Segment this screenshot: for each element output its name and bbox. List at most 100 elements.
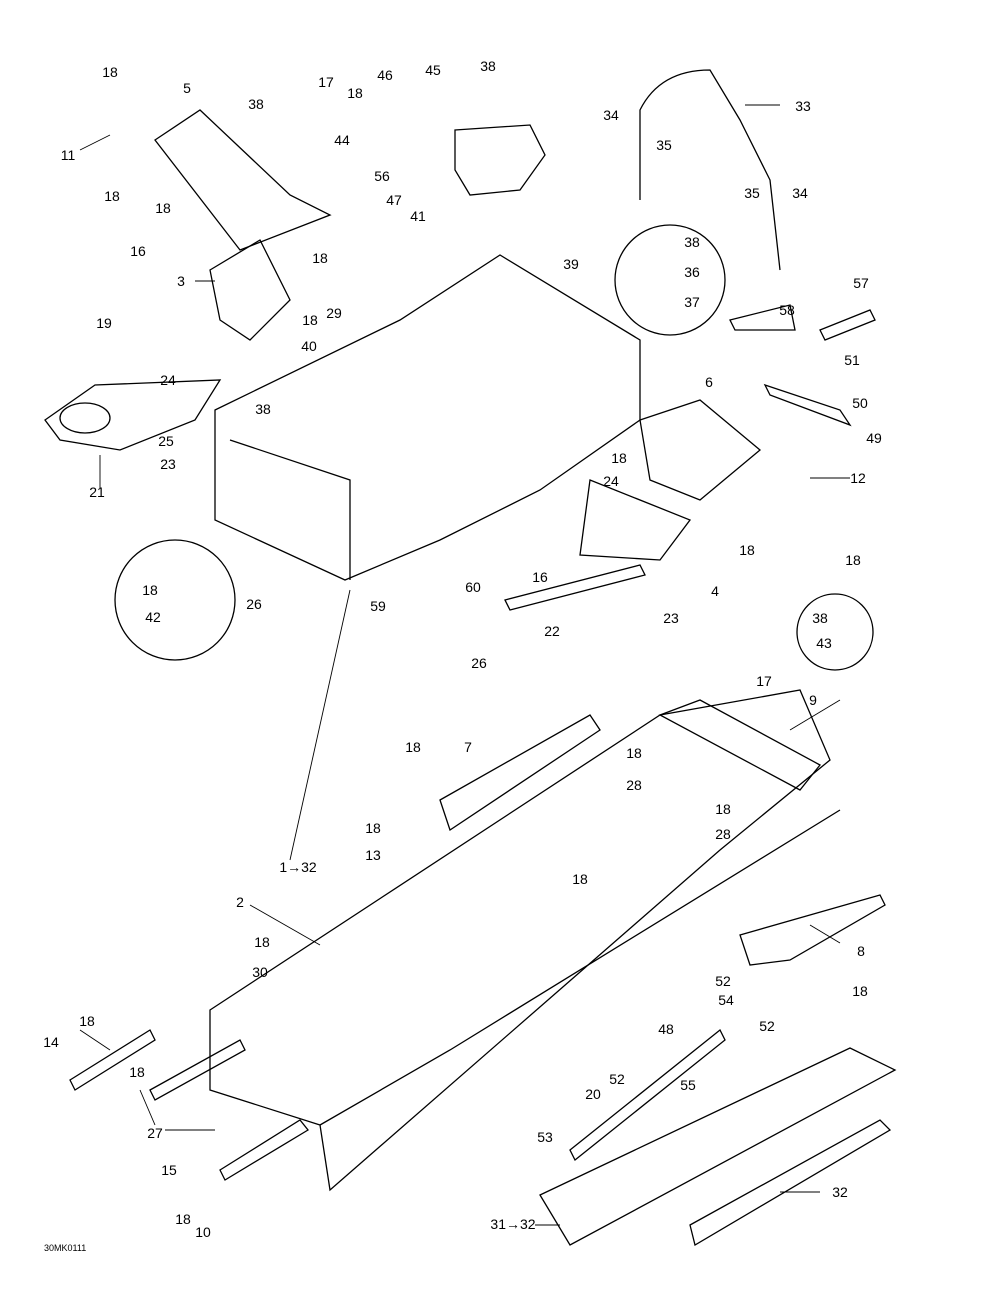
callout-label: 38 xyxy=(812,610,828,626)
callout-label: 54 xyxy=(718,992,734,1008)
callout-label: 18 xyxy=(175,1211,191,1227)
callout-label: 23 xyxy=(160,456,176,472)
callout-label: 13 xyxy=(365,847,381,863)
callout-label: 15 xyxy=(161,1162,177,1178)
callout-label: 35 xyxy=(656,137,672,153)
strip-55 xyxy=(569,1028,726,1162)
callout-label: 23 xyxy=(663,610,679,626)
callout-label: 18 xyxy=(572,871,588,887)
callout-label: 34 xyxy=(603,107,619,123)
callout-label: 42 xyxy=(145,609,161,625)
plate-41 xyxy=(454,124,546,196)
rail-32 xyxy=(689,1119,892,1247)
detail-circle-43 xyxy=(796,593,874,671)
callout-label: 18 xyxy=(129,1064,145,1080)
loop-33 xyxy=(639,69,781,271)
callout-label: 7 xyxy=(464,739,472,755)
bracket-3 xyxy=(209,239,291,341)
callout-label: 24 xyxy=(603,473,619,489)
front-frame xyxy=(214,254,641,581)
callout-label: 26 xyxy=(471,655,487,671)
diagram-code: 30MK0111 xyxy=(44,1243,87,1253)
bar-27 xyxy=(149,1039,246,1101)
callout-label: 9 xyxy=(809,692,817,708)
bar-14 xyxy=(69,1029,156,1091)
tunnel-part xyxy=(209,689,831,1192)
callout-label: 60 xyxy=(465,579,481,595)
callout-label: 38 xyxy=(684,234,700,250)
callout-label: 59 xyxy=(370,598,386,614)
callout-label: 36 xyxy=(684,264,700,280)
callout-label: 6 xyxy=(705,374,713,390)
callout-label: 3 xyxy=(177,273,185,289)
callout-label: 5 xyxy=(183,80,191,96)
callout-label: 52 xyxy=(759,1018,775,1034)
bracket-4 xyxy=(579,479,692,561)
callout-label: 18 xyxy=(155,200,171,216)
callout-label: 53 xyxy=(537,1129,553,1145)
callout-label: 37 xyxy=(684,294,700,310)
callout-label: 39 xyxy=(563,256,579,272)
footrest-5 xyxy=(154,109,332,251)
callout-label: 52 xyxy=(715,973,731,989)
callout-label: 47 xyxy=(386,192,402,208)
skid-plate-21 xyxy=(44,379,222,451)
callout-label: 19 xyxy=(96,315,112,331)
callout-label: 18 xyxy=(142,582,158,598)
callout-label: 18 xyxy=(347,85,363,101)
callout-label: 18 xyxy=(104,188,120,204)
callout-label: 22 xyxy=(544,623,560,639)
callout-label: 46 xyxy=(377,67,393,83)
frame-edge xyxy=(229,439,351,580)
callout-label: 51 xyxy=(844,352,860,368)
footrest-6 xyxy=(639,399,762,501)
callout-label: 18 xyxy=(312,250,328,266)
callout-label: 45 xyxy=(425,62,441,78)
part-57 xyxy=(819,309,876,341)
callout-label: 30 xyxy=(252,964,268,980)
callout-label: 18 xyxy=(626,745,642,761)
callout-label: 2 xyxy=(236,894,244,910)
callout-label: 31→32 xyxy=(490,1216,536,1232)
tunnel-edge xyxy=(319,809,841,1126)
callout-label: 44 xyxy=(334,132,350,148)
leader-lines xyxy=(79,104,850,1226)
callout-label: 28 xyxy=(626,777,642,793)
callout-label: 38 xyxy=(480,58,496,74)
callout-label: 34 xyxy=(792,185,808,201)
callout-label: 18 xyxy=(611,450,627,466)
callout-label: 21 xyxy=(89,484,105,500)
callout-label: 14 xyxy=(43,1034,59,1050)
callout-label: 18 xyxy=(852,983,868,999)
callout-label: 52 xyxy=(609,1071,625,1087)
callout-label: 18 xyxy=(302,312,318,328)
callout-label: 28 xyxy=(715,826,731,842)
callout-label: 27 xyxy=(147,1125,163,1141)
callout-label: 35 xyxy=(744,185,760,201)
skid-plate-hole xyxy=(59,402,111,434)
callout-label: 17 xyxy=(756,673,772,689)
part-58 xyxy=(729,304,796,331)
callout-label: 16 xyxy=(532,569,548,585)
detail-circle-36 xyxy=(614,224,726,336)
bracket-7 xyxy=(439,714,601,832)
callout-label: 41 xyxy=(410,208,426,224)
bracket-8 xyxy=(739,894,886,966)
callout-label: 16 xyxy=(130,243,146,259)
callout-label: 57 xyxy=(853,275,869,291)
callout-label: 4 xyxy=(711,583,719,599)
callout-label: 18 xyxy=(845,552,861,568)
callout-label: 32 xyxy=(832,1184,848,1200)
callout-label: 56 xyxy=(374,168,390,184)
callout-label: 18 xyxy=(715,801,731,817)
callout-label: 1→32 xyxy=(279,859,317,875)
bar-15 xyxy=(219,1119,309,1181)
callout-label: 18 xyxy=(254,934,270,950)
callout-label: 20 xyxy=(585,1086,601,1102)
callout-label: 18 xyxy=(365,820,381,836)
callout-label: 55 xyxy=(680,1077,696,1093)
callout-label: 49 xyxy=(866,430,882,446)
callout-label: 18 xyxy=(405,739,421,755)
callout-label: 11 xyxy=(60,147,76,163)
